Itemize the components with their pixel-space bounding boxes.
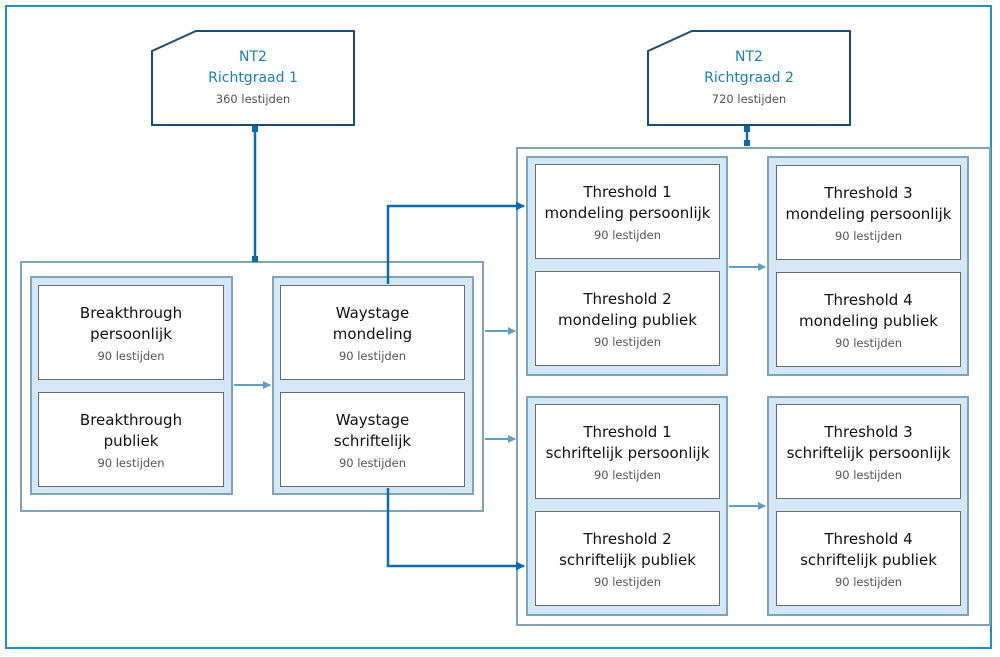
level-subtitle: schriftelijk publiek [559,550,696,569]
level-title: Breakthrough [79,410,183,429]
level-subtitle: mondeling publiek [799,311,938,330]
level-box-waystage-mondeling: Waystage mondeling 90 lestijden [280,285,465,380]
level-hours: 90 lestijden [834,574,903,589]
level-title: Waystage [335,303,410,322]
level-box-threshold-4-schriftelijk: Threshold 4 schriftelijk publiek 90 lest… [776,511,961,606]
level-hours: 90 lestijden [834,335,903,350]
level-box-threshold-3-schriftelijk: Threshold 3 schriftelijk persoonlijk 90 … [776,404,961,499]
richtgraad-2-tag: NT2 Richtgraad 2 720 lestijden [648,47,850,106]
level-subtitle: persoonlijk [90,324,172,343]
tag-title: NT2 [239,49,267,65]
level-title: Threshold 2 [583,289,672,308]
level-hours: 90 lestijden [338,455,407,470]
level-box-breakthrough-persoonlijk: Breakthrough persoonlijk 90 lestijden [38,285,224,380]
tag-title: NT2 [735,49,763,65]
level-box-breakthrough-publiek: Breakthrough publiek 90 lestijden [38,392,224,487]
level-title: Threshold 4 [824,290,913,309]
richtgraad-1-tag: NT2 Richtgraad 1 360 lestijden [152,47,354,106]
level-subtitle: mondeling persoonlijk [785,204,952,223]
level-subtitle: schriftelijk persoonlijk [786,443,951,462]
level-hours: 90 lestijden [593,334,662,349]
level-title: Threshold 1 [583,422,672,441]
tag-hours: 360 lestijden [215,92,291,106]
level-subtitle: schriftelijk persoonlijk [545,443,710,462]
level-title: Threshold 3 [824,422,913,441]
level-box-threshold-4-mondeling: Threshold 4 mondeling publiek 90 lestijd… [776,272,961,367]
level-subtitle: schriftelijk publiek [800,550,937,569]
level-title: Waystage [335,410,410,429]
level-box-threshold-2-schriftelijk: Threshold 2 schriftelijk publiek 90 lest… [535,511,720,606]
level-title: Threshold 4 [824,529,913,548]
level-hours: 90 lestijden [97,455,165,470]
level-hours: 90 lestijden [834,228,903,243]
level-subtitle: mondeling publiek [558,310,697,329]
level-title: Threshold 3 [824,183,913,202]
level-title: Threshold 1 [583,182,672,201]
level-hours: 90 lestijden [97,348,165,363]
level-hours: 90 lestijden [834,467,903,482]
level-box-threshold-1-schriftelijk: Threshold 1 schriftelijk persoonlijk 90 … [535,404,720,499]
tag-subtitle: Richtgraad 1 [208,70,298,86]
level-title: Threshold 2 [583,529,672,548]
connector-waystage-mondeling-to-threshold-1 [386,201,525,284]
level-box-threshold-3-mondeling: Threshold 3 mondeling persoonlijk 90 les… [776,165,961,260]
level-hours: 90 lestijden [593,227,662,242]
level-box-waystage-schriftelijk: Waystage schriftelijk 90 lestijden [280,392,465,487]
level-box-threshold-1-mondeling: Threshold 1 mondeling persoonlijk 90 les… [535,164,720,259]
level-subtitle: publiek [103,431,159,450]
level-title: Breakthrough [79,303,183,322]
diagram-frame [5,5,992,649]
connector-dot [744,140,750,146]
connector-dot [252,256,258,262]
connector-dot [252,126,258,132]
level-subtitle: mondeling [332,324,413,343]
connector-waystage-schriftelijk-to-threshold-2 [386,488,525,571]
connector-dot [744,126,750,132]
level-subtitle: schriftelijk [333,431,412,450]
level-hours: 90 lestijden [593,467,662,482]
level-hours: 90 lestijden [593,574,662,589]
tag-subtitle: Richtgraad 2 [704,70,794,86]
richtgraad-1-tag-shape [151,30,355,126]
richtgraad-2-tag-shape [647,30,851,126]
tag-hours: 720 lestijden [711,92,787,106]
level-box-threshold-2-mondeling: Threshold 2 mondeling publiek 90 lestijd… [535,271,720,366]
level-subtitle: mondeling persoonlijk [544,203,711,222]
level-hours: 90 lestijden [338,348,407,363]
